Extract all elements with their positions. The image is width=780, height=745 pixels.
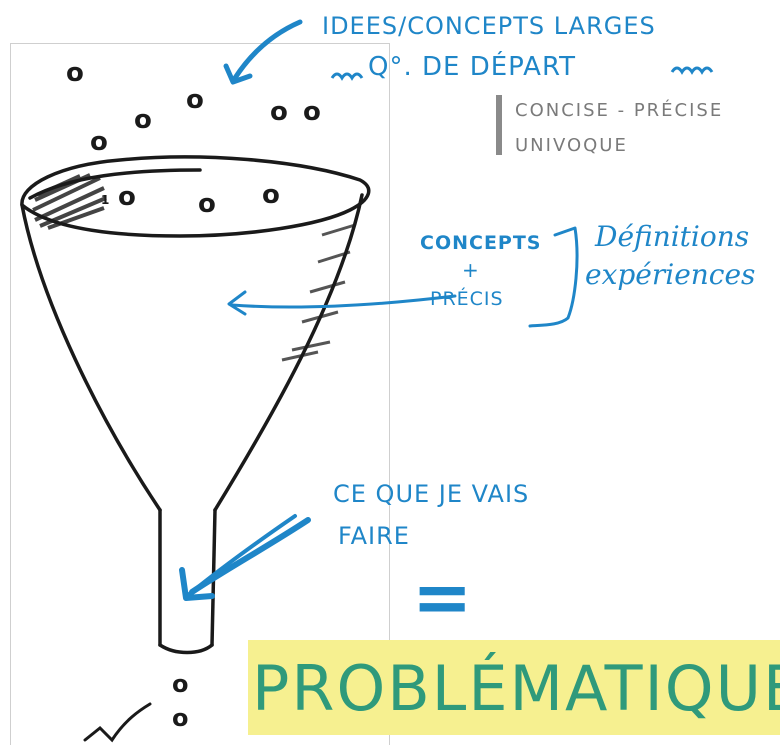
- label-concise-precise: Concise - Précise: [515, 100, 724, 121]
- dot-7: o: [118, 182, 136, 212]
- dot-4: o: [270, 97, 288, 127]
- squiggle-left: [330, 72, 364, 81]
- frame-line-top: [10, 43, 390, 44]
- frame-line-right: [389, 43, 390, 745]
- gray-bar: [496, 95, 502, 155]
- dot-10: o: [172, 670, 189, 698]
- funnel-outline: [20, 155, 371, 655]
- label-equals: =: [412, 555, 473, 639]
- label-concepts: Concepts: [420, 232, 542, 254]
- squiggle-right: [670, 66, 714, 75]
- label-ideas-concepts: idees/concepts larges: [322, 12, 656, 40]
- label-plus: +: [462, 258, 480, 282]
- frame-line-left: [10, 43, 11, 745]
- dot-11: o: [172, 704, 189, 732]
- dot-5: o: [303, 97, 321, 127]
- funnel-right-shading: [281, 223, 356, 362]
- rim-numeral: 1: [101, 193, 110, 207]
- label-question-depart: Q°. de départ: [368, 52, 577, 82]
- funnel-inner-shading: [32, 173, 107, 230]
- label-univoque: Univoque: [515, 135, 628, 156]
- problematique-highlight: [248, 640, 780, 735]
- dot-2: o: [186, 85, 204, 115]
- label-definitions: Définitions: [595, 220, 750, 253]
- label-experiences: expériences: [585, 258, 756, 291]
- blue-arrows: [179, 19, 579, 601]
- label-faire: faire: [338, 522, 410, 550]
- dot-8: o: [198, 189, 216, 219]
- dot-9: o: [262, 180, 280, 210]
- bottom-check-mark: [83, 702, 152, 743]
- dot-6: o: [90, 127, 108, 157]
- label-precis: Précis: [430, 288, 504, 310]
- dot-1: o: [66, 58, 84, 88]
- label-problematique: Problématique: [252, 652, 780, 725]
- dot-3: o: [134, 105, 152, 135]
- label-ce-que-je-vais: Ce que je vais: [333, 480, 530, 508]
